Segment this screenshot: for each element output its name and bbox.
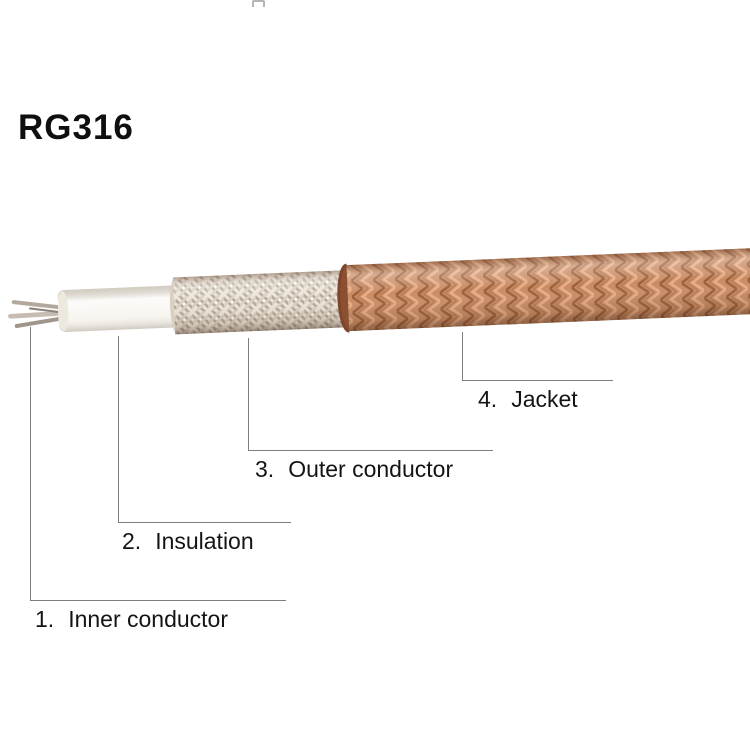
callout-line-insulation xyxy=(118,336,291,523)
callout-line-inner-conductor xyxy=(30,327,286,601)
label-text: Inner conductor xyxy=(68,606,229,632)
jacket-graphic xyxy=(337,247,750,333)
callout-line-jacket xyxy=(462,332,613,381)
artifact-mark xyxy=(252,0,265,7)
label-inner-conductor: 1. Inner conductor xyxy=(35,606,228,633)
label-text: Jacket xyxy=(511,386,578,412)
label-insulation: 2. Insulation xyxy=(122,528,254,555)
insulation-graphic xyxy=(57,285,181,332)
label-number: 4. xyxy=(478,386,498,412)
label-number: 1. xyxy=(35,606,55,632)
label-number: 3. xyxy=(255,456,275,482)
outer-conductor-graphic xyxy=(169,269,354,335)
label-outer-conductor: 3. Outer conductor xyxy=(255,456,453,483)
label-jacket: 4. Jacket xyxy=(478,386,578,413)
page-title: RG316 xyxy=(18,108,134,147)
label-text: Insulation xyxy=(155,528,254,554)
label-number: 2. xyxy=(122,528,142,554)
callout-line-outer-conductor xyxy=(248,338,493,451)
cropped-text-artifact xyxy=(252,0,286,7)
label-text: Outer conductor xyxy=(288,456,454,482)
